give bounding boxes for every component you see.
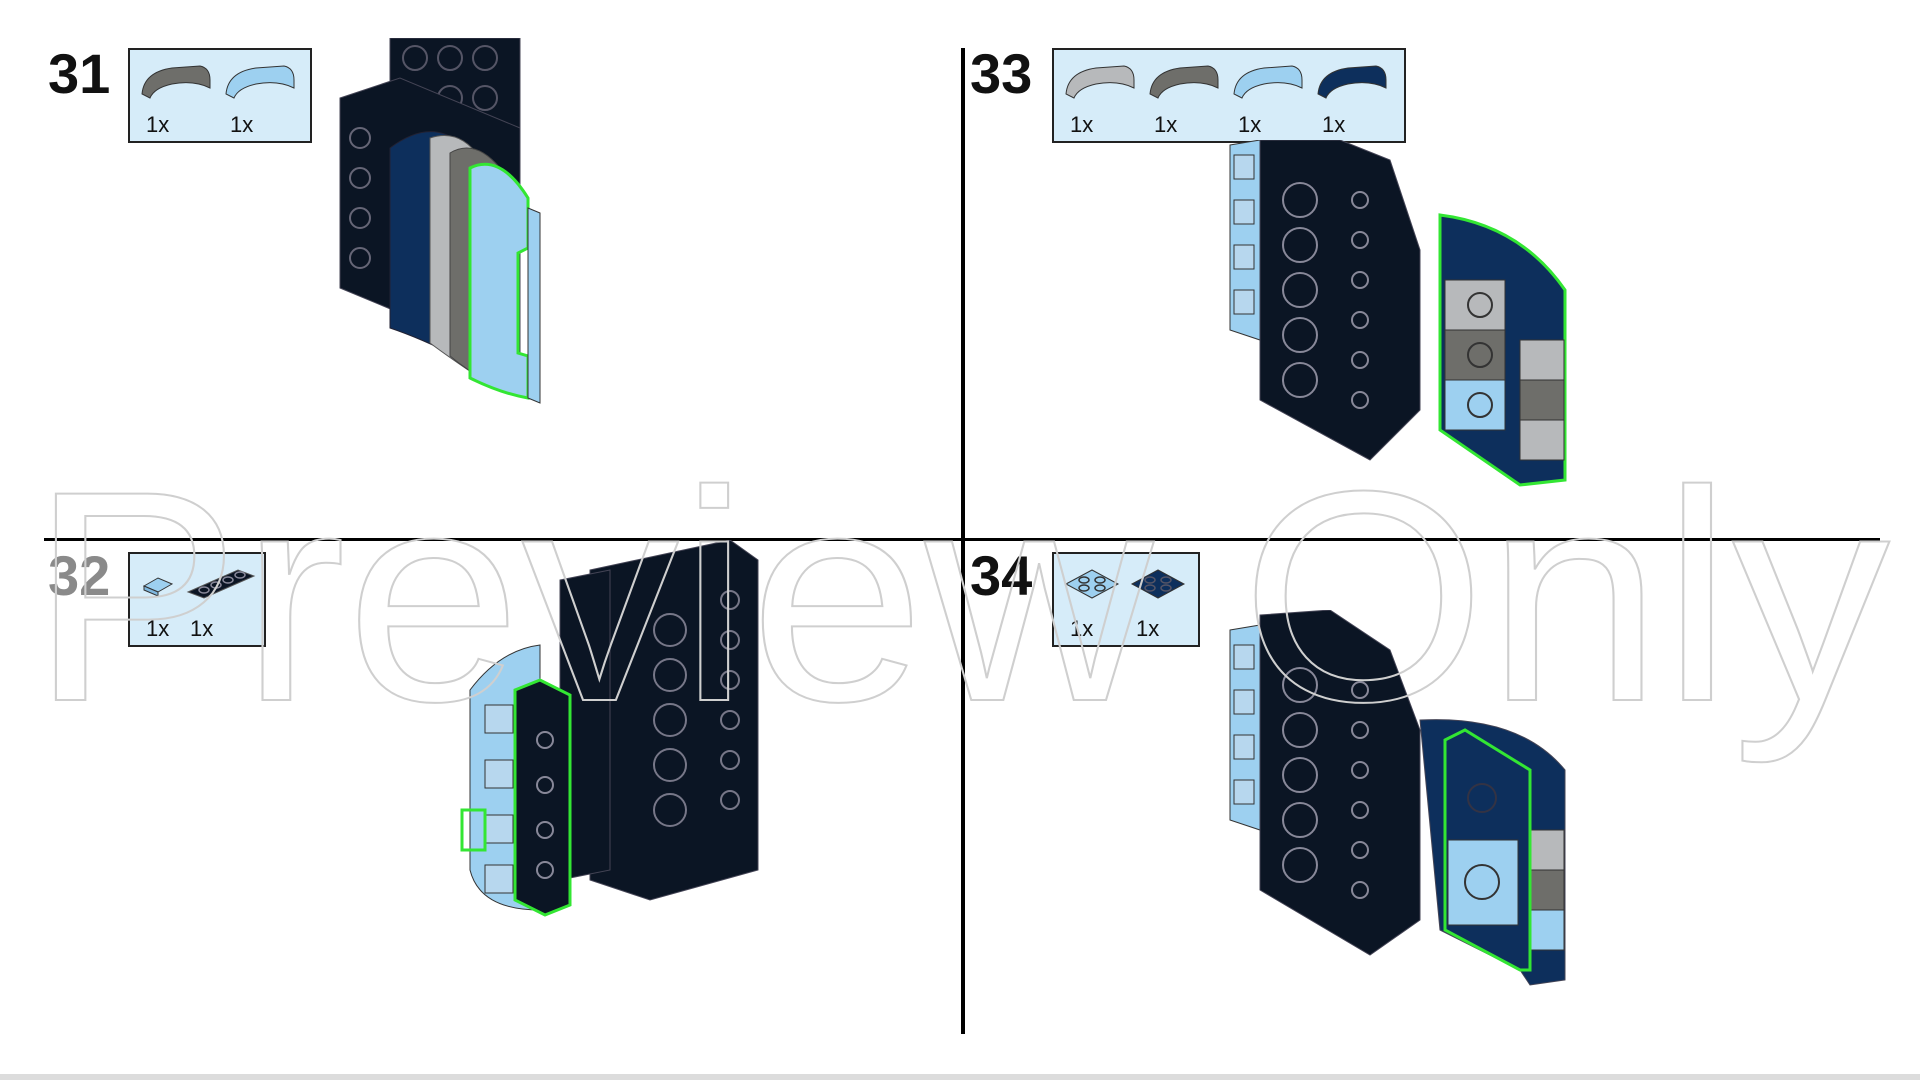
part-quantity: 1x [190, 616, 214, 641]
part-quantity: 1x [1238, 112, 1262, 137]
part-item: 1x [1062, 54, 1142, 144]
step-33-model-illustration [1229, 140, 1567, 487]
curved-slope-icon [1233, 65, 1303, 99]
part-item: 1x [1314, 54, 1394, 144]
part-quantity: 1x [1136, 616, 1160, 641]
step-number: 34 [970, 544, 1033, 607]
watermark: Preview Only [30, 427, 1891, 767]
step-number: 31 [48, 42, 111, 105]
step-32-model-illustration [460, 540, 759, 917]
part-item: 1x [1230, 54, 1310, 144]
parts-list: 1x 1x [1052, 552, 1200, 647]
part-item: 1x [222, 54, 302, 144]
part-item: 1x [138, 558, 184, 648]
part-item: 1x [1062, 558, 1126, 648]
curved-slope-icon [141, 65, 211, 99]
curved-slope-icon [1317, 65, 1387, 99]
step-number: 32 [48, 544, 111, 607]
part-quantity: 1x [1070, 112, 1094, 137]
watermark-text: Preview Only [30, 428, 1890, 766]
vertical-divider [961, 48, 965, 1034]
plate-2x2-icon [1064, 569, 1120, 599]
parts-list: 1x 1x 1x 1x [1052, 48, 1406, 143]
curved-slope-icon [1149, 65, 1219, 99]
part-item: 1x [138, 54, 218, 144]
part-quantity: 1x [230, 112, 254, 137]
part-quantity: 1x [146, 616, 170, 641]
horizontal-divider [44, 538, 1880, 541]
parts-list: 1x 1x [128, 48, 312, 143]
curved-slope-icon [225, 65, 295, 99]
step-31-model-illustration [339, 38, 541, 404]
part-item: 1x [182, 558, 262, 648]
part-quantity: 1x [1070, 616, 1094, 641]
tile-1x1-icon [142, 577, 174, 597]
part-quantity: 1x [146, 112, 170, 137]
part-quantity: 1x [1154, 112, 1178, 137]
part-quantity: 1x [1322, 112, 1346, 137]
page-footer-bar [0, 1074, 1920, 1080]
part-item: 1x [1146, 54, 1226, 144]
plate-1x4-icon [186, 569, 256, 599]
plate-2x2-icon [1130, 569, 1186, 599]
parts-list: 1x 1x [128, 552, 266, 647]
curved-slope-icon [1065, 65, 1135, 99]
part-item: 1x [1128, 558, 1192, 648]
step-34-model-illustration [1229, 610, 1566, 986]
step-number: 33 [970, 42, 1033, 105]
